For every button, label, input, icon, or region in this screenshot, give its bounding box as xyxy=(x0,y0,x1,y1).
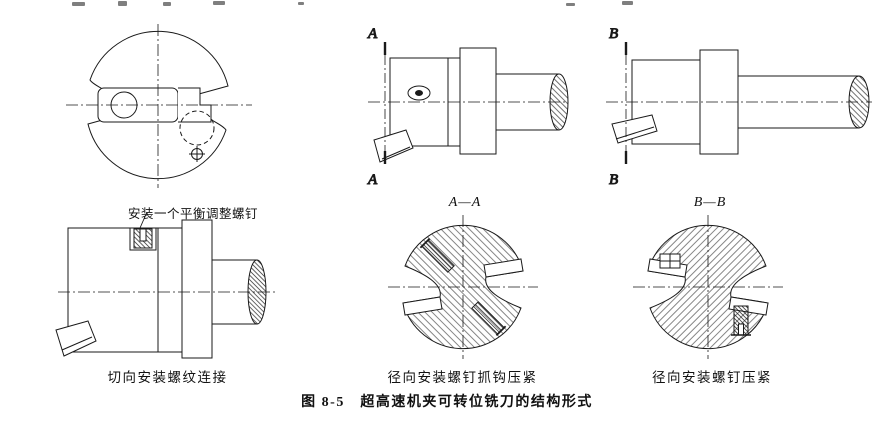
screw-slot xyxy=(407,85,431,101)
scan-artifact xyxy=(566,3,575,6)
scan-artifact xyxy=(118,1,127,6)
centerlines xyxy=(633,215,783,359)
side-view-b-drawing: B B xyxy=(606,26,872,189)
screw-slot-center xyxy=(415,90,423,96)
section-label-a-bottom: A xyxy=(367,172,378,188)
tangential-view-drawing xyxy=(55,211,278,359)
scan-artifact xyxy=(163,2,171,6)
view-caption-tangential: 切向安装螺纹连接 xyxy=(107,370,228,385)
screw-symbol xyxy=(189,146,205,162)
insert xyxy=(55,320,97,357)
hook-screw-upper-head xyxy=(419,237,431,249)
insert-upper-right xyxy=(483,258,524,278)
scan-artifact xyxy=(213,1,225,5)
balance-screw xyxy=(129,228,157,251)
end-view-drawing xyxy=(66,24,252,188)
centerlines xyxy=(388,215,538,359)
insert-edge-line xyxy=(615,126,655,140)
collar xyxy=(181,219,213,359)
scan-artifact xyxy=(72,2,85,6)
radial-screw xyxy=(731,305,751,336)
insert-lower-left xyxy=(402,296,443,316)
section-label-a-top: A xyxy=(367,26,378,42)
screw-counterbore xyxy=(129,228,157,251)
insert-edge-line xyxy=(61,336,93,351)
section-label-b-top: B xyxy=(609,26,618,42)
insert xyxy=(611,114,658,144)
section-bb-title: B—B xyxy=(693,195,727,210)
insert-edge-line xyxy=(381,146,411,160)
clamp-screw-head xyxy=(659,253,681,269)
section-aa-title: A—A xyxy=(448,195,482,210)
side-view-a-drawing: A A xyxy=(367,26,569,189)
balance-screw-annotation: 安装一个平衡调整螺钉 xyxy=(128,207,259,221)
section-label-b-bottom: B xyxy=(609,172,618,188)
collar xyxy=(459,47,497,155)
screw-socket xyxy=(139,228,147,242)
section-bb-drawing xyxy=(633,215,783,359)
hook-screw-lower-head xyxy=(495,325,507,337)
scan-artifact xyxy=(622,1,633,5)
scan-artifact xyxy=(298,2,304,5)
centerlines xyxy=(66,24,252,188)
figure-caption: 图 8-5 超高速机夹可转位铣刀的结构形式 xyxy=(301,395,593,410)
section-aa-drawing xyxy=(388,215,538,359)
view-caption-section-aa: 径向安装螺钉抓钩压紧 xyxy=(387,370,538,385)
hidden-screw-circle xyxy=(179,110,215,146)
view-caption-section-bb: 径向安装螺钉压紧 xyxy=(652,370,772,385)
insert xyxy=(373,129,414,163)
annotation-leader-line xyxy=(139,211,148,229)
